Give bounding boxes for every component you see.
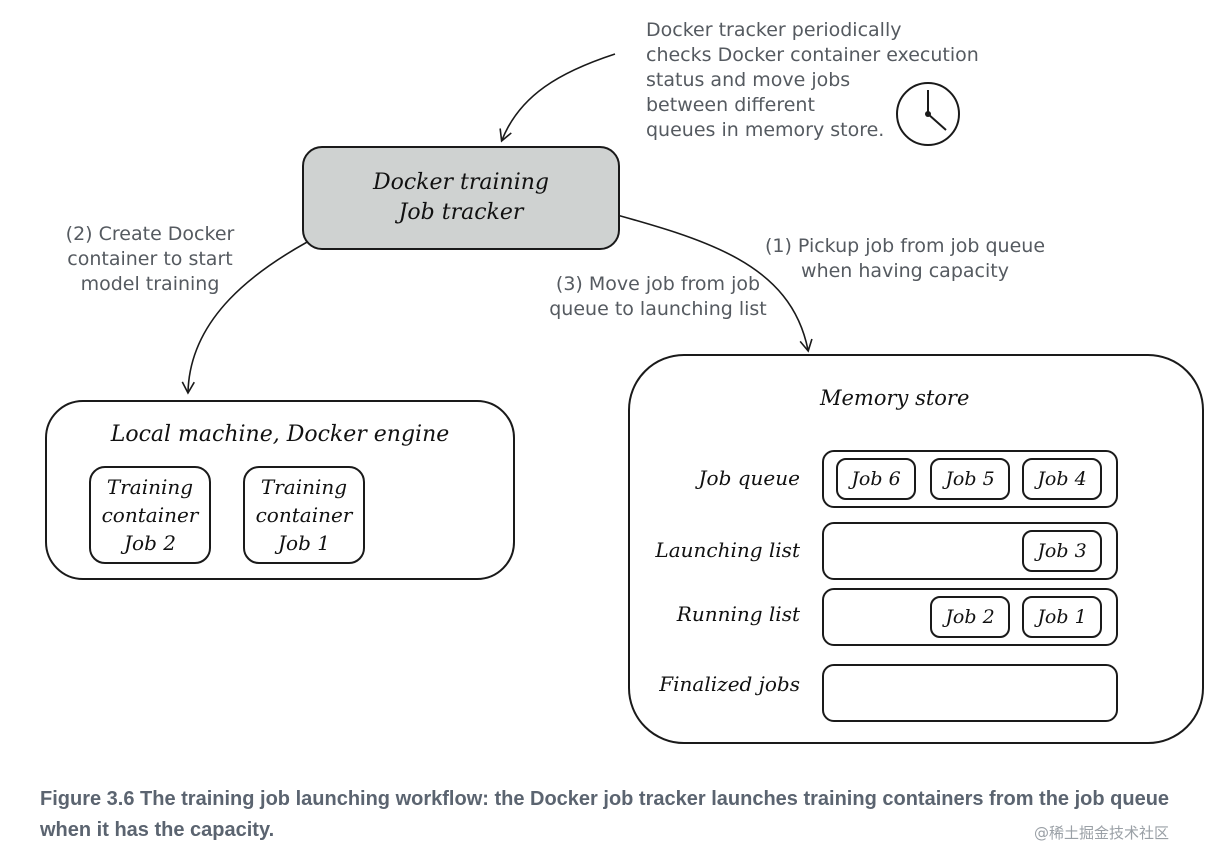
job-card: Job 6 [836,458,916,500]
launching-list-row: Job 3 [822,522,1118,580]
note-line: checks Docker container execution [646,44,979,66]
note-line: (2) Create Docker [65,223,235,245]
pickup-job-note: (1) Pickup job from job queue when havin… [760,234,1050,284]
tracker-label-line: Job tracker [398,200,524,225]
training-container-job-2: Training container Job 2 [89,466,211,564]
arrow-tracker-to-memory-store [591,207,813,353]
note-line: Docker tracker periodically [646,19,902,41]
note-line: when having capacity [801,260,1009,282]
container-label-line: container [101,503,199,527]
job-card: Job 4 [1022,458,1102,500]
job-card: Job 1 [1022,596,1102,638]
note-line: (3) Move job from job [555,273,761,295]
running-list-label: Running list [676,602,800,626]
memory-store-title: Memory store [820,386,970,410]
arrow-note-to-tracker [499,53,616,143]
job-queue-row: Job 6 Job 5 Job 4 [822,450,1118,508]
job-card: Job 5 [930,458,1010,500]
container-label-line: Training [106,475,194,499]
note-line: container to start [67,248,233,270]
container-label-line: Job 1 [278,531,330,555]
note-line: queue to launching list [549,298,767,320]
job-queue-label: Job queue [698,466,800,490]
note-line: (1) Pickup job from job queue [764,235,1046,257]
arrow-tracker-to-local-machine [181,229,331,395]
container-label-line: container [255,503,353,527]
note-line: model training [80,273,220,295]
job-card: Job 3 [1022,530,1102,572]
figure-caption: Figure 3.6 The training job launching wo… [40,788,1170,841]
finalized-jobs-row [822,664,1118,722]
clock-icon [896,82,960,146]
watermark: @稀土掘金技术社区 [1034,824,1170,842]
move-job-note: (3) Move job from job queue to launching… [545,272,771,322]
finalized-jobs-label: Finalized jobs [659,672,800,696]
memory-store-node: Memory store Job queue Job 6 Job 5 Job 4… [628,354,1204,744]
note-line: between different [646,94,815,116]
running-list-row: Job 2 Job 1 [822,588,1118,646]
launching-list-label: Launching list [655,538,800,562]
local-machine-node: Local machine, Docker engine Training co… [45,400,515,580]
container-label-line: Job 2 [124,531,176,555]
container-label-line: Training [260,475,348,499]
note-line: queues in memory store. [646,119,885,141]
create-container-note: (2) Create Docker container to start mod… [50,222,250,297]
docker-job-tracker-node: Docker training Job tracker [302,146,620,250]
local-machine-title: Local machine, Docker engine [110,422,450,447]
note-line: status and move jobs [646,69,851,91]
tracker-label-line: Docker training [372,170,550,195]
job-card: Job 2 [930,596,1010,638]
training-container-job-1: Training container Job 1 [243,466,365,564]
tracker-note: Docker tracker periodically checks Docke… [646,18,979,143]
